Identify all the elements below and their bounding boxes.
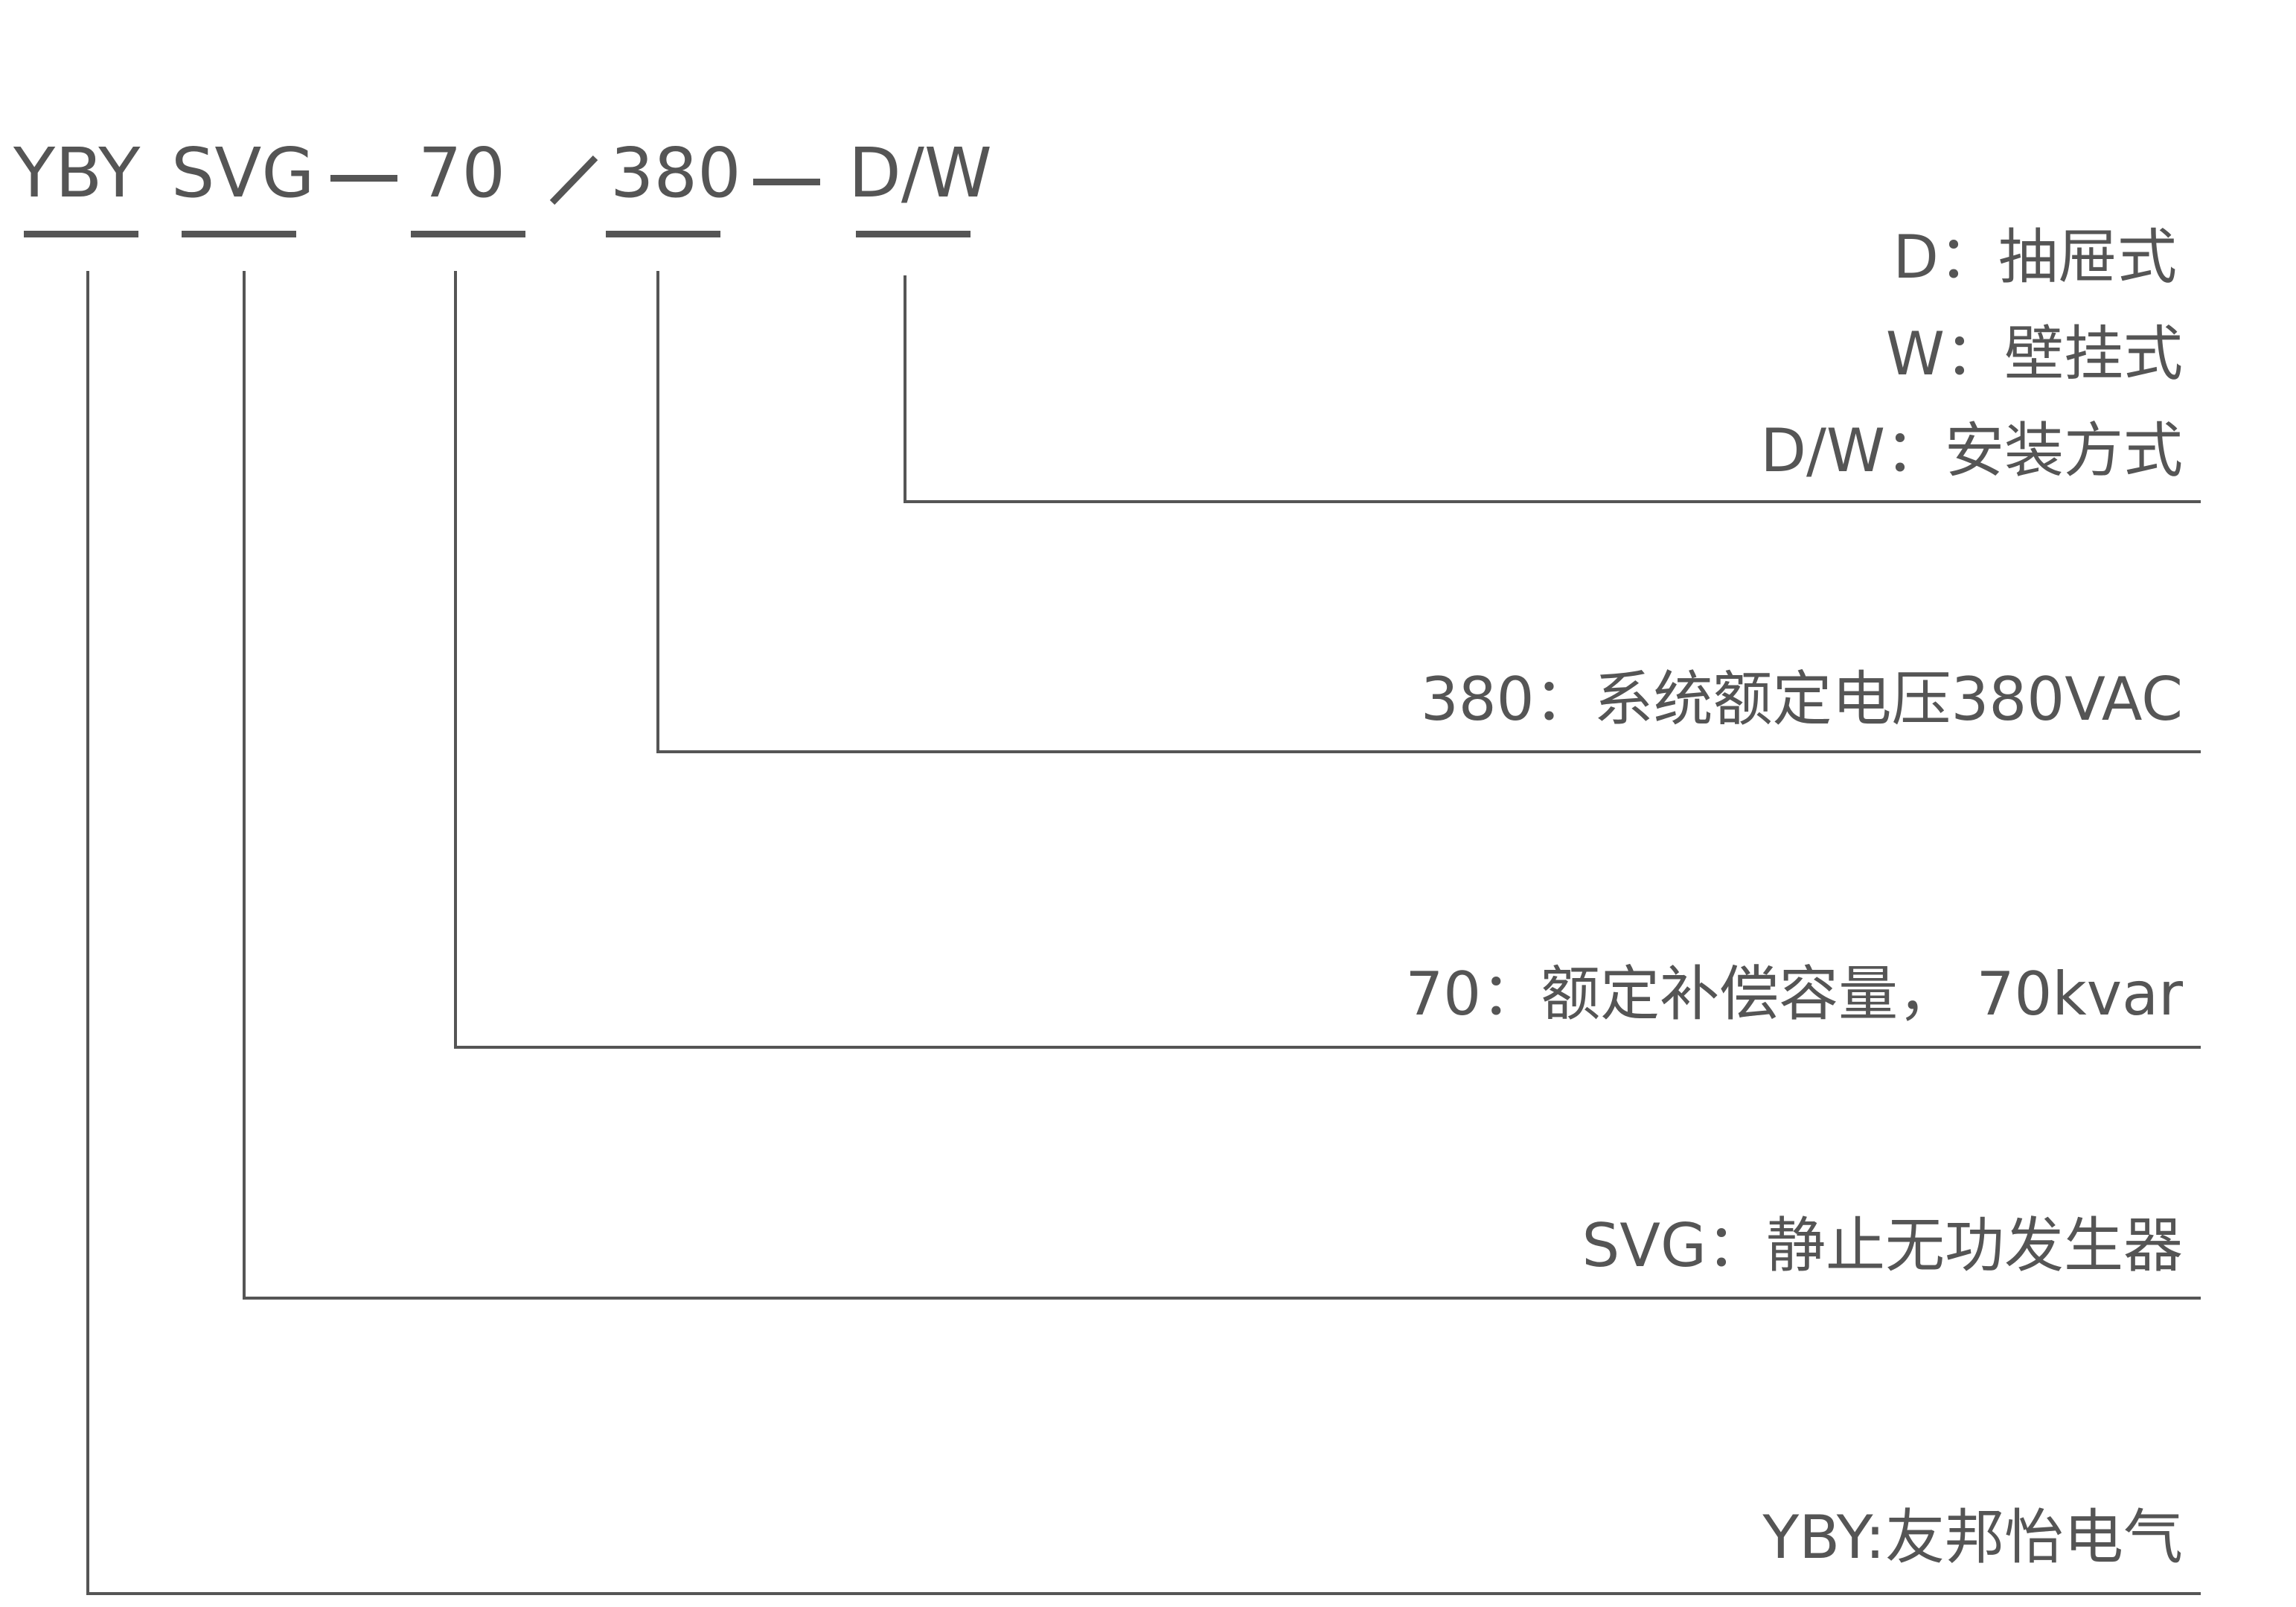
code-product: SVG: [171, 133, 315, 213]
code-mounting: D/W: [848, 133, 992, 213]
underline-brand: [24, 231, 138, 237]
underline-mounting: [856, 231, 970, 237]
underline-product: [182, 231, 296, 237]
label-mount-method: D/W：安装方式: [1760, 416, 2183, 485]
label-mount-drawer: D：抽屉式: [1893, 223, 2177, 292]
code-capacity: 70: [418, 133, 506, 213]
dash-separator-2: [753, 179, 820, 185]
slash-separator: [549, 155, 598, 205]
label-brand: YBY:友邦怡电气: [1762, 1503, 2183, 1572]
dash-separator-1: [330, 175, 397, 182]
label-voltage: 380：系统额定电压380VAC: [1420, 665, 2183, 734]
code-voltage: 380: [610, 133, 741, 213]
label-capacity: 70：额定补偿容量， 70kvar: [1405, 959, 2183, 1029]
underline-capacity: [411, 231, 525, 237]
label-mount-wall: W：壁挂式: [1885, 319, 2183, 389]
label-product: SVG：静止无功发生器: [1582, 1211, 2184, 1280]
underline-voltage: [606, 231, 720, 237]
code-brand: YBY: [13, 133, 141, 213]
